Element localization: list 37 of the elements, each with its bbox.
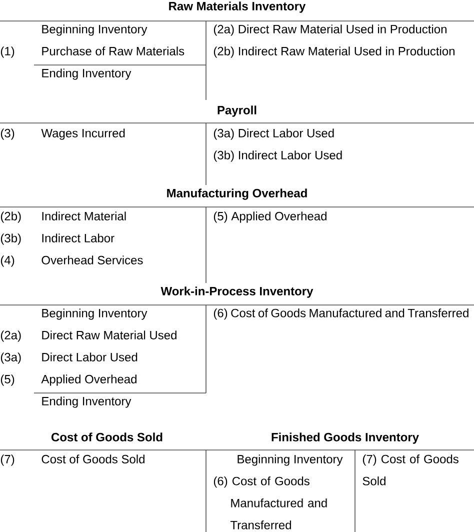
account-title: Cost of Goods Sold (52, 432, 162, 442)
entry-number: (1) (0, 46, 14, 58)
account-title: Work-in-Process Inventory (160, 286, 314, 298)
entry-text: (5) Applied Overhead (214, 212, 326, 223)
account-title: Finished Goods Inventory (272, 432, 419, 444)
entry-text: Ending Inventory (42, 68, 132, 80)
entry-text: Beginning Inventory (238, 454, 343, 466)
account-title: Manufacturing Overhead (167, 188, 307, 200)
entry-text: Purchase of Raw Materials (42, 46, 184, 56)
entry-text: Applied Overhead (41, 374, 136, 386)
entry-text: Beginning Inventory (42, 24, 148, 36)
entry-text: Wages Incurred (41, 128, 125, 140)
entry-number: (3b) (0, 234, 21, 245)
entry-text: (2a) Direct Raw Material Used in Production (214, 24, 446, 36)
entry-number: (3) (0, 128, 14, 140)
entry-text: Indirect Material (42, 212, 126, 220)
entry-text: (7) Cost of Goods Sold (362, 454, 458, 486)
entry-text: Ending Inventory (42, 396, 132, 408)
account-title: Payroll (218, 106, 256, 117)
entry-text: (3b) Indirect Labor Used (214, 150, 342, 162)
entry-number: (3a) (0, 352, 21, 364)
entry-number: (2a) (0, 330, 21, 342)
entry-text: (3a) Direct Labor Used (214, 128, 334, 140)
entry-text: Beginning Inventory (42, 308, 148, 320)
entry-text: Overhead Services (42, 256, 143, 264)
entry-text: Direct Labor Used (42, 352, 138, 362)
entry-text: Direct Raw Material Used (42, 330, 176, 340)
entry-text: Indirect Labor (42, 234, 114, 242)
entry-number: (2b) (0, 212, 21, 223)
entry-number: (5) (0, 374, 14, 386)
entry-text: (6) Cost of Goods Manufactured and Transferred (214, 476, 327, 530)
entry-number: (7) (0, 454, 14, 466)
account-title: Raw Materials Inventory (169, 2, 306, 13)
entry-text: Cost of Goods Sold (42, 454, 144, 464)
entry-number: (4) (0, 256, 14, 267)
entry-text: (2b) Indirect Raw Material Used in Production (214, 46, 454, 58)
entry-text: (6) Cost of Goods Manufactured and Transferred (214, 308, 468, 320)
